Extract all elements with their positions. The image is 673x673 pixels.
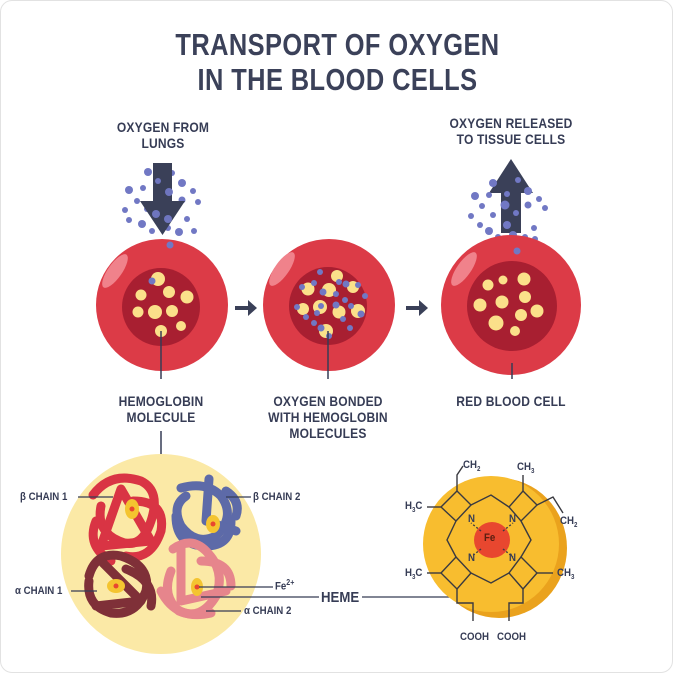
- heme-nitrogen: N: [468, 513, 475, 525]
- title-line-2: IN THE BLOOD CELLS: [197, 62, 478, 97]
- label-line: MOLECULE: [126, 409, 196, 426]
- red-blood-cell-1: [96, 239, 228, 379]
- oxygen-from-lungs-label: OXYGEN FROM LUNGS: [110, 119, 217, 151]
- hemoglobin-molecule-illustration: [61, 454, 453, 654]
- alpha-chain-2-icon: [156, 538, 236, 620]
- label-line: OXYGEN FROM: [116, 119, 210, 135]
- heme-label: HEME: [321, 589, 360, 606]
- label-line: LUNGS: [141, 135, 185, 152]
- alpha-chain-2-label: α CHAIN 2: [244, 605, 292, 617]
- heme-group-ch3-right: CH3: [557, 567, 575, 582]
- down-arrow-icon: [140, 163, 185, 235]
- heme-group-ch2-right: CH2: [560, 515, 578, 530]
- oxygen-released-label: OXYGEN RELEASED TO TISSUE CELLS: [442, 115, 580, 147]
- red-blood-cell-label: RED BLOOD CELL: [451, 393, 571, 409]
- heme-structure-illustration: [423, 465, 567, 621]
- right-arrow-icon: [235, 300, 257, 316]
- label-line: TO TISSUE CELLS: [456, 131, 566, 148]
- fe-charge: 2+: [286, 578, 295, 587]
- heme-group-ch3-top: CH3: [517, 461, 535, 476]
- heme-group-h3c-upper: H3C: [405, 500, 423, 515]
- alpha-chain-1-label: α CHAIN 1: [15, 585, 63, 597]
- right-arrow-icon: [406, 300, 428, 316]
- title-line-1: TRANSPORT OF OXYGEN: [175, 27, 500, 62]
- oxygen-intake-group: [122, 163, 201, 247]
- label-line: OXYGEN BONDED: [273, 393, 383, 409]
- hemoglobin-molecule-label: HEMOGLOBIN MOLECULE: [105, 393, 217, 425]
- red-blood-cell-2: [263, 239, 395, 379]
- label-line: OXYGEN RELEASED: [449, 115, 573, 131]
- page-title: TRANSPORT OF OXYGEN IN THE BLOOD CELLS: [62, 27, 614, 97]
- up-arrow-icon: [489, 159, 533, 233]
- beta-chain-2-label: β CHAIN 2: [253, 491, 301, 503]
- oxygen-bonded-label: OXYGEN BONDED WITH HEMOGLOBIN MOLECULES: [264, 393, 393, 441]
- heme-nitrogen: N: [509, 513, 516, 525]
- heme-group-cooh-left: COOH: [460, 631, 490, 643]
- heme-nitrogen: N: [468, 552, 475, 564]
- heme-fe-center: Fe: [484, 532, 496, 544]
- fe-symbol: Fe: [275, 580, 287, 593]
- label-line: HEMOGLOBIN: [118, 393, 204, 409]
- label-line: WITH HEMOGLOBIN: [268, 409, 388, 426]
- label-line: MOLECULES: [289, 425, 367, 442]
- fe-ion-label: Fe2+: [275, 578, 294, 593]
- heme-group-ch2-top: CH2: [463, 459, 481, 474]
- alpha-chain-1-icon: [84, 550, 157, 618]
- label-line: RED BLOOD CELL: [456, 393, 566, 409]
- heme-nitrogen: N: [509, 552, 516, 564]
- beta-chain-1-label: β CHAIN 1: [20, 491, 68, 503]
- red-blood-cell-3: [441, 235, 581, 379]
- heme-group-h3c-lower: H3C: [405, 567, 423, 582]
- heme-group-cooh-right: COOH: [497, 631, 527, 643]
